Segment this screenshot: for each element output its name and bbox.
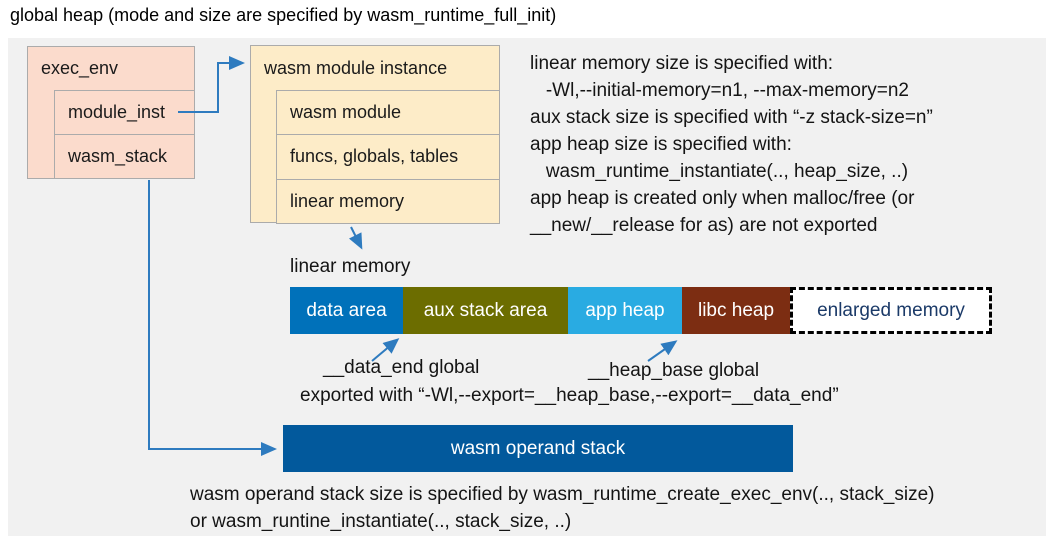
segment-app-heap: app heap xyxy=(568,287,682,334)
note-line: __new/__release for as) are not exported xyxy=(530,215,878,236)
footer-line: or wasm_runtine_instantiate(.., stack_si… xyxy=(190,511,572,532)
note-line: linear memory size is specified with: xyxy=(530,53,834,74)
module-instance-title: wasm module instance xyxy=(264,58,448,78)
linear-memory-row-label: linear memory xyxy=(290,191,405,211)
note-line: app heap size is specified with: xyxy=(530,134,792,155)
note-line: aux stack size is specified with “-z sta… xyxy=(530,107,933,128)
module-instance-row-linear-memory: linear memory xyxy=(276,179,500,224)
exec-env-row-wasm-stack: wasm_stack xyxy=(54,134,195,179)
segment-enlarged-memory: enlarged memory xyxy=(790,287,992,334)
module-instance-box: wasm module instance wasm module funcs, … xyxy=(250,45,500,224)
module-instance-row-funcs-globals-tables: funcs, globals, tables xyxy=(276,134,500,180)
module-inst-label: module_inst xyxy=(68,102,166,122)
exec-env-box: exec_env module_inst wasm_stack xyxy=(27,46,195,179)
annotation-exported-with: exported with “-Wl,--export=__heap_base,… xyxy=(300,385,839,406)
segment-data-area: data area xyxy=(290,287,403,334)
note-line: wasm_runtime_instantiate(.., heap_size, … xyxy=(530,161,909,182)
footer-note: wasm operand stack size is specified by … xyxy=(190,481,935,535)
annotation-data-end-global: __data_end global xyxy=(323,357,480,378)
note-line: app heap is created only when malloc/fre… xyxy=(530,188,915,209)
exec-env-row-module-inst: module_inst xyxy=(54,90,195,135)
operand-stack-bar: wasm operand stack xyxy=(283,425,793,472)
funcs-globals-tables-label: funcs, globals, tables xyxy=(290,146,459,166)
exec-env-title: exec_env xyxy=(41,58,119,78)
notes-right: linear memory size is specified with: -W… xyxy=(530,50,933,239)
linear-memory-bar: data area aux stack area app heap libc h… xyxy=(0,287,1054,334)
note-line: -Wl,--initial-memory=n1, --max-memory=n2 xyxy=(530,80,909,101)
page-title: global heap (mode and size are specified… xyxy=(10,5,557,25)
footer-line: wasm operand stack size is specified by … xyxy=(190,484,935,505)
wasm-module-label: wasm module xyxy=(290,102,402,122)
annotation-heap-base-global: __heap_base global xyxy=(588,360,760,381)
segment-libc-heap: libc heap xyxy=(682,287,790,334)
segment-aux-stack-area: aux stack area xyxy=(403,287,568,334)
linear-memory-label: linear memory xyxy=(290,256,411,277)
module-instance-row-wasm-module: wasm module xyxy=(276,90,500,135)
wasm-stack-label: wasm_stack xyxy=(68,146,168,166)
